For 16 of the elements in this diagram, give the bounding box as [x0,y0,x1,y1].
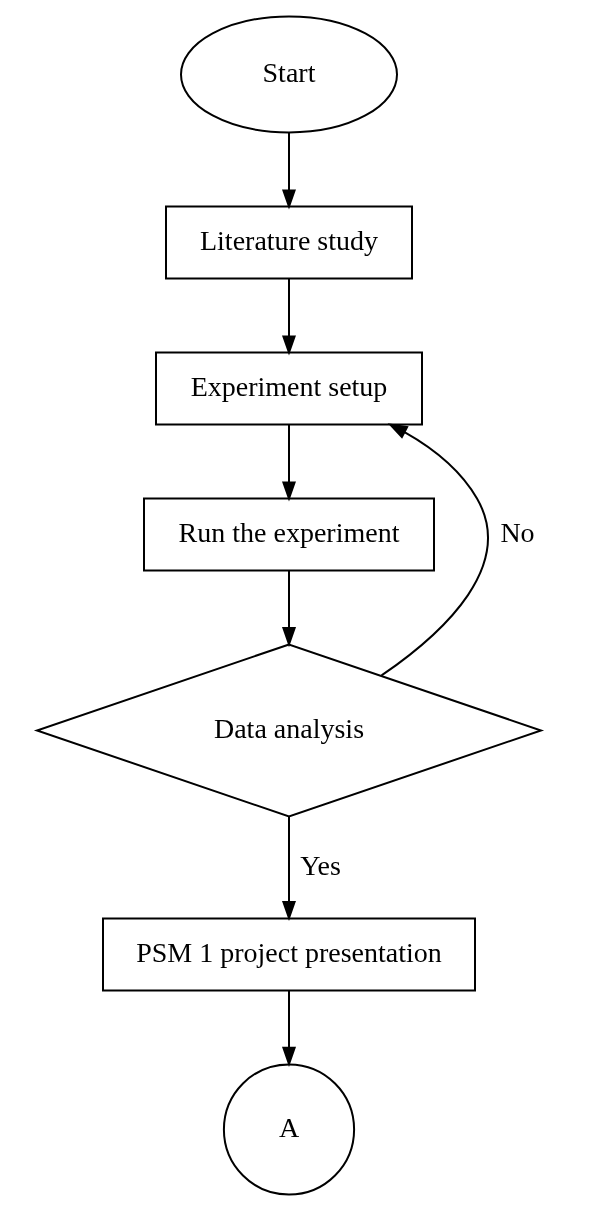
arrow [281,569,296,648]
edge-label: No [499,516,535,548]
node-circle: A [222,1063,355,1196]
arrow [281,815,296,921]
arrow [281,990,296,1067]
node-ellipse: Start [179,15,398,134]
node-box: Literature study [164,205,413,280]
node-diamond: Data analysis [33,643,544,818]
node-box: PSM 1 project presentation [101,917,476,992]
arrow [380,423,489,677]
arrow [281,423,296,502]
edge-label: Yes [299,849,341,881]
arrow [281,277,296,356]
node-box: Run the experiment [142,497,435,572]
arrow [281,131,296,210]
node-box: Experiment setup [154,351,423,426]
